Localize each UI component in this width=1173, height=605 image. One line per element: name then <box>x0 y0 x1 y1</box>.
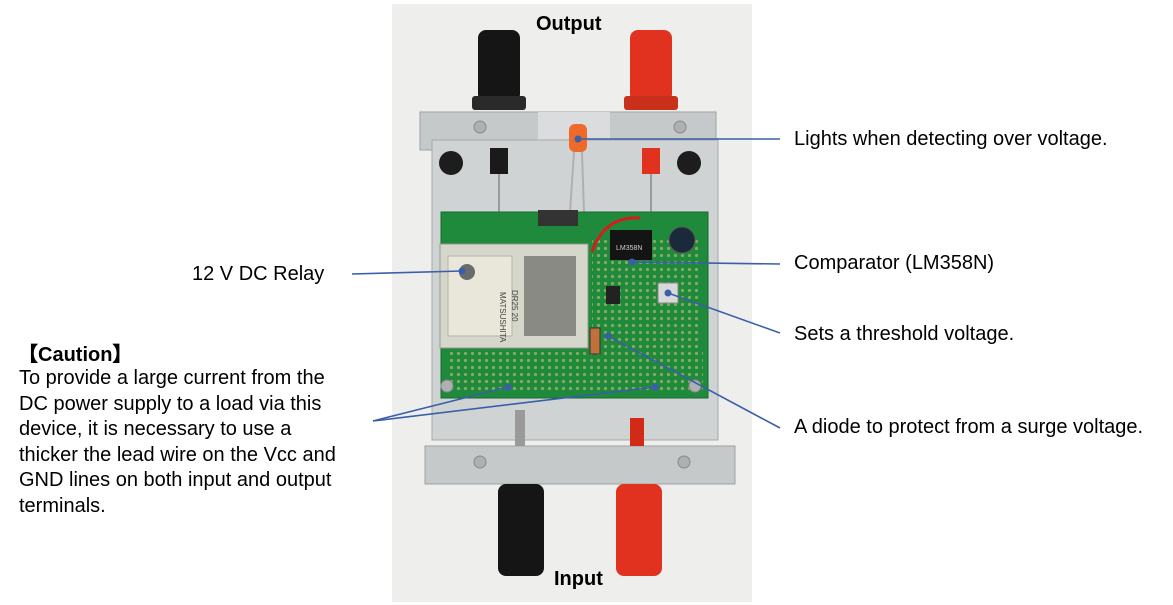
caution-line: thicker the lead wire on the Vcc and <box>19 443 336 466</box>
output-terminal-red <box>624 30 678 215</box>
diode-component <box>589 327 601 355</box>
input-label: Input <box>554 568 603 590</box>
input-stem-red <box>630 418 644 446</box>
leader-lines <box>351 138 781 429</box>
screw <box>677 455 691 469</box>
caution-title: 【Caution】 <box>18 344 133 366</box>
led-label: Lights when detecting over voltage. <box>794 128 1108 150</box>
resistor <box>538 210 578 226</box>
threshold-label: Sets a threshold voltage. <box>794 323 1015 345</box>
leader-relay <box>351 270 463 275</box>
leader-comparator <box>631 261 781 265</box>
leader-caution-1 <box>372 386 509 422</box>
screw <box>440 379 454 393</box>
relay-brand-marking: MATSUSHITA <box>498 292 507 343</box>
leader-caution-2 <box>372 386 656 422</box>
relay-model-marking: DR25 20 <box>510 290 519 322</box>
leader-diode <box>607 335 781 429</box>
comparator-label: Comparator (LM358N) <box>794 252 995 274</box>
screw <box>673 120 687 134</box>
output-label: Output <box>536 13 602 35</box>
mount-hole <box>439 151 463 175</box>
caution-line: GND lines on both input and output <box>19 469 332 491</box>
caution-line: DC power supply to a load via this <box>19 392 322 415</box>
relay: MATSUSHITA DR25 20 <box>439 243 589 349</box>
ic-marking: LM358N <box>616 245 642 252</box>
caution-line: To provide a large current from the <box>19 367 325 389</box>
caution-line: device, it is necessary to use a <box>19 418 292 440</box>
ic-chip: LM358N <box>610 230 652 260</box>
input-terminal-red <box>616 484 662 576</box>
mount-hole <box>677 151 701 175</box>
leader-dots <box>458 135 672 391</box>
caution-line: terminals. <box>19 494 106 517</box>
transistor <box>606 286 620 304</box>
input-stem-black <box>515 410 525 446</box>
red-wire <box>590 216 641 253</box>
screw <box>473 120 487 134</box>
diode-label: A diode to protect from a surge voltage. <box>794 416 1144 438</box>
screw <box>473 455 487 469</box>
output-terminal-black <box>472 30 526 215</box>
relay-label: 12 V DC Relay <box>192 263 325 285</box>
leader-threshold <box>667 292 781 334</box>
caution-body: To provide a large current from the DC p… <box>19 366 379 519</box>
capacitor <box>668 226 696 254</box>
input-terminal-black <box>498 484 544 576</box>
